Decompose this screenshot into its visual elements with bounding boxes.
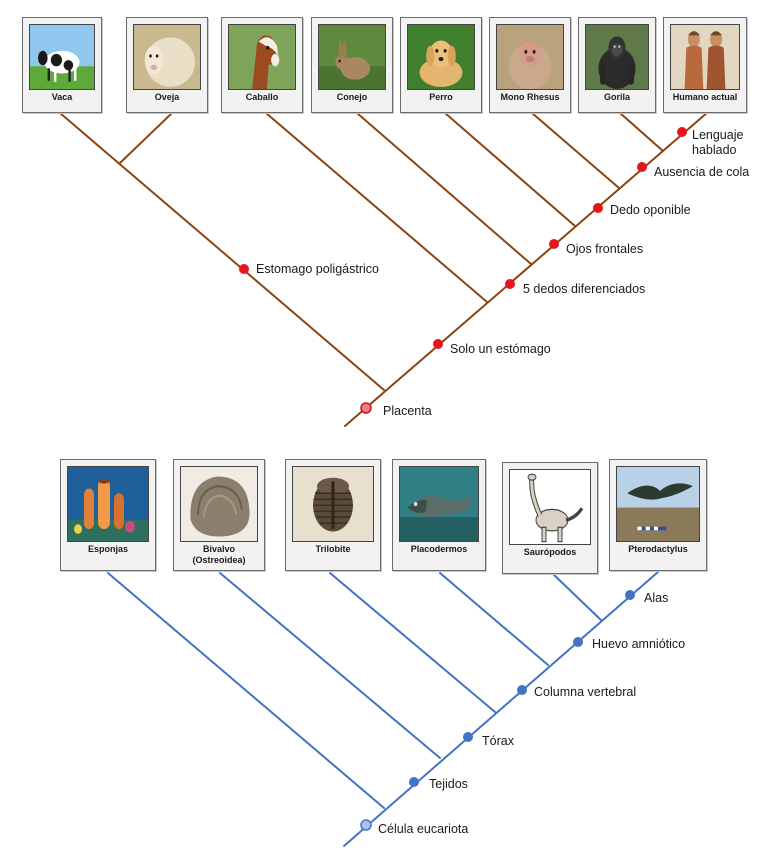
- node-tejidos: [409, 777, 419, 787]
- taxon-label: Humano actual: [672, 92, 738, 102]
- taxon-label: Caballo: [245, 92, 279, 102]
- sheep-photo: [133, 24, 201, 90]
- placoderm-photo: [399, 466, 479, 542]
- taxon-card-4: Perro: [400, 17, 482, 113]
- horse-photo: [228, 24, 296, 90]
- taxon-label: Gorila: [603, 92, 630, 102]
- trait-label-ojos-frontales: Ojos frontales: [566, 242, 644, 256]
- top-trunk-line: [344, 111, 709, 427]
- branch-bivalvo: [219, 572, 441, 759]
- trait-label-dedo-oponible: Dedo oponible: [610, 203, 691, 217]
- node-celula-eucariota: [360, 819, 372, 831]
- branch-gorila: [619, 112, 664, 152]
- taxon-card-5: Mono Rhesus: [489, 17, 571, 113]
- branch-mono-rhesus: [531, 112, 620, 189]
- node-placenta: [360, 402, 372, 414]
- branch-placodermos: [439, 572, 549, 666]
- trait-label-celula-eucariota: Célula eucariota: [378, 822, 469, 836]
- taxon-label: Vaca: [51, 92, 73, 102]
- cow-photo: [29, 24, 95, 90]
- node-ojos-frontales: [549, 239, 559, 249]
- branch-vaca-oveja-clade: [59, 112, 385, 391]
- trait-label-solo-un-estomago: Solo un estómago: [450, 342, 551, 356]
- node-estomago-poligastrico: [239, 264, 249, 274]
- trait-label-estomago-poligastrico: Estomago poligástrico: [256, 262, 379, 276]
- taxon-card-bottom-4: Saurópodos: [502, 462, 598, 574]
- taxon-label: Placodermos: [410, 544, 468, 554]
- modern-human-photo: [670, 24, 740, 90]
- node-alas: [625, 590, 635, 600]
- trilobite-photo: [292, 466, 374, 542]
- trait-label-tejidos: Tejidos: [429, 777, 468, 791]
- taxon-card-bottom-3: Placodermos: [392, 459, 486, 571]
- branch-trilobite: [329, 572, 496, 713]
- trait-label-huevo-amniotico: Huevo amniótico: [592, 637, 686, 651]
- node-lenguaje-hablado: [677, 127, 687, 137]
- taxon-card-1: Oveja: [126, 17, 208, 113]
- node-huevo-amniotico: [573, 637, 583, 647]
- oyster-fossil-photo: [180, 466, 258, 542]
- taxon-label: Esponjas: [87, 544, 128, 554]
- gorilla-photo: [585, 24, 649, 90]
- branch-oveja: [119, 112, 173, 164]
- node-columna-vertebral: [517, 685, 527, 695]
- taxon-label: Mono Rhesus: [500, 92, 560, 102]
- taxon-label: Perro: [429, 92, 453, 102]
- branch-sauropodos: [551, 572, 602, 621]
- dog-photo: [407, 24, 475, 90]
- node-5-dedos: [505, 279, 515, 289]
- rabbit-photo: [318, 24, 386, 90]
- taxon-card-bottom-2: Trilobite: [285, 459, 381, 571]
- taxon-card-0: Vaca: [22, 17, 102, 113]
- sauropod-drawing: [509, 469, 591, 545]
- branch-esponjas: [107, 572, 385, 809]
- trait-label-lenguaje-hablado: Lenguaje hablado: [692, 128, 744, 157]
- taxon-label: Trilobite: [315, 544, 351, 554]
- branch-caballo: [265, 112, 488, 303]
- node-dedo-oponible: [593, 203, 603, 213]
- pterodactyl-photo: [616, 466, 700, 542]
- taxon-label: Pterodactylus: [628, 544, 688, 554]
- trait-label-alas: Alas: [644, 591, 669, 605]
- trait-label-placenta: Placenta: [383, 404, 432, 418]
- node-torax: [463, 732, 473, 742]
- taxon-card-bottom-5: Pterodactylus: [609, 459, 707, 571]
- taxon-card-3: Conejo: [311, 17, 393, 113]
- node-ausencia-de-cola: [637, 162, 647, 172]
- taxon-card-7: Humano actual: [663, 17, 747, 113]
- trait-label-ausencia-de-cola: Ausencia de cola: [654, 165, 750, 179]
- node-solo-un-estomago: [433, 339, 443, 349]
- taxon-label: Bivalvo (Ostreoidea): [192, 544, 246, 565]
- taxon-card-6: Gorila: [578, 17, 656, 113]
- trait-label-torax: Tórax: [482, 734, 514, 748]
- trait-label-5-dedos: 5 dedos diferenciados: [523, 282, 646, 296]
- trait-label-columna-vertebral: Columna vertebral: [534, 685, 637, 699]
- taxon-label: Oveja: [154, 92, 180, 102]
- taxon-label: Saurópodos: [523, 547, 577, 557]
- rhesus-monkey-photo: [496, 24, 564, 90]
- bottom-trunk-line: [343, 571, 659, 847]
- branch-conejo: [356, 112, 532, 265]
- branch-perro: [444, 112, 576, 227]
- sponge-photo: [67, 466, 149, 542]
- taxon-card-bottom-0: Esponjas: [60, 459, 156, 571]
- taxon-card-bottom-1: Bivalvo (Ostreoidea): [173, 459, 265, 571]
- taxon-label: Conejo: [336, 92, 368, 102]
- taxon-card-2: Caballo: [221, 17, 303, 113]
